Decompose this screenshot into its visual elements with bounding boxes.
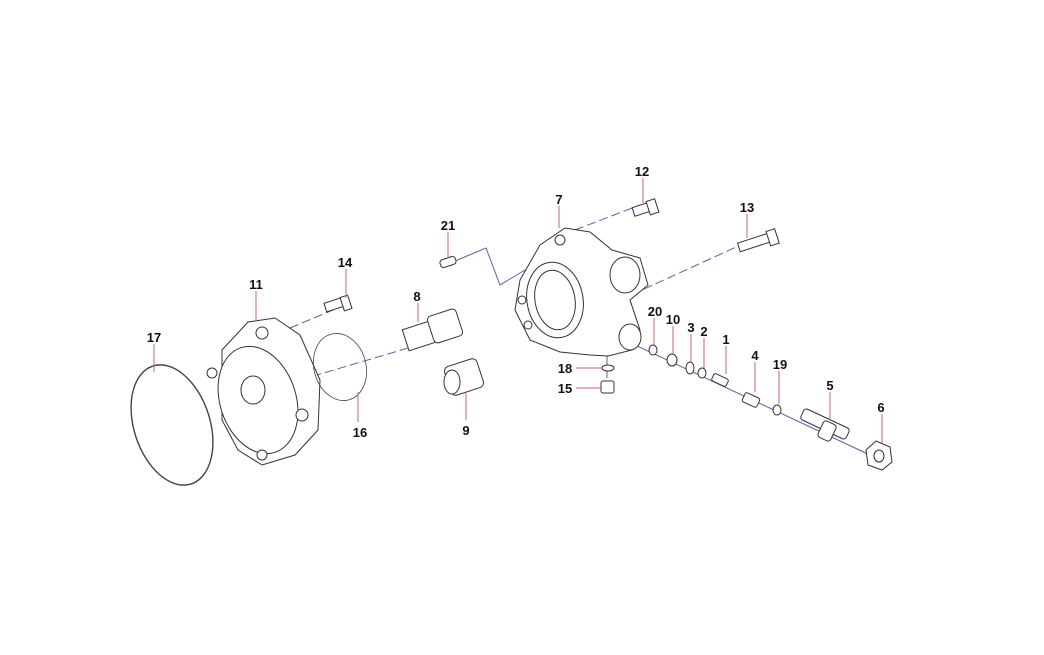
callout-16: 16 [353, 425, 367, 440]
callout-8: 8 [413, 289, 420, 304]
part-8-drive-gear[interactable] [401, 308, 464, 352]
callout-19: 19 [773, 357, 787, 372]
part-12-bolt[interactable] [631, 198, 660, 217]
callout-20: 20 [648, 304, 662, 319]
part-5-adjusting-screw[interactable] [800, 408, 850, 442]
part-16-gasket[interactable] [306, 327, 374, 406]
callout-21: 21 [441, 218, 455, 233]
callout-11: 11 [249, 277, 263, 292]
part-17-o-ring[interactable] [117, 354, 228, 495]
callout-13: 13 [740, 200, 754, 215]
part-21-pin[interactable] [439, 256, 457, 269]
callout-10: 10 [666, 312, 680, 327]
part-1-valve[interactable] [711, 373, 729, 387]
callout-1: 1 [722, 332, 729, 347]
callout-3: 3 [687, 320, 694, 335]
callout-17: 17 [147, 330, 161, 345]
callout-12: 12 [635, 164, 649, 179]
part-10-washer[interactable] [666, 353, 678, 367]
part-11-cover[interactable] [205, 317, 321, 466]
callout-14: 14 [338, 255, 353, 270]
callout-9: 9 [462, 423, 469, 438]
part-4-spring[interactable] [741, 392, 761, 408]
part-9-driven-gear[interactable] [443, 357, 485, 396]
callout-2: 2 [700, 324, 707, 339]
part-6-nut[interactable] [865, 440, 893, 471]
callout-6: 6 [877, 400, 884, 415]
part-3-washer[interactable] [685, 361, 695, 375]
part-2-washer[interactable] [697, 367, 707, 379]
part-20-o-ring[interactable] [648, 344, 658, 356]
part-7-housing[interactable] [514, 227, 649, 357]
callout-7: 7 [555, 192, 562, 207]
part-14-screw[interactable] [323, 294, 353, 313]
callout-4: 4 [751, 348, 759, 363]
callout-18: 18 [558, 361, 572, 376]
callout-15: 15 [558, 381, 572, 396]
callout-5: 5 [826, 378, 833, 393]
part-13-bolt[interactable] [736, 228, 780, 253]
part-19-o-ring[interactable] [772, 404, 782, 416]
callout-labels: 17 11 14 8 21 7 12 13 16 9 20 10 3 2 1 4… [147, 164, 885, 440]
callout-leaders [153, 178, 883, 443]
part-15-plug[interactable] [600, 380, 615, 394]
part-18-seal-ring[interactable] [601, 364, 615, 372]
